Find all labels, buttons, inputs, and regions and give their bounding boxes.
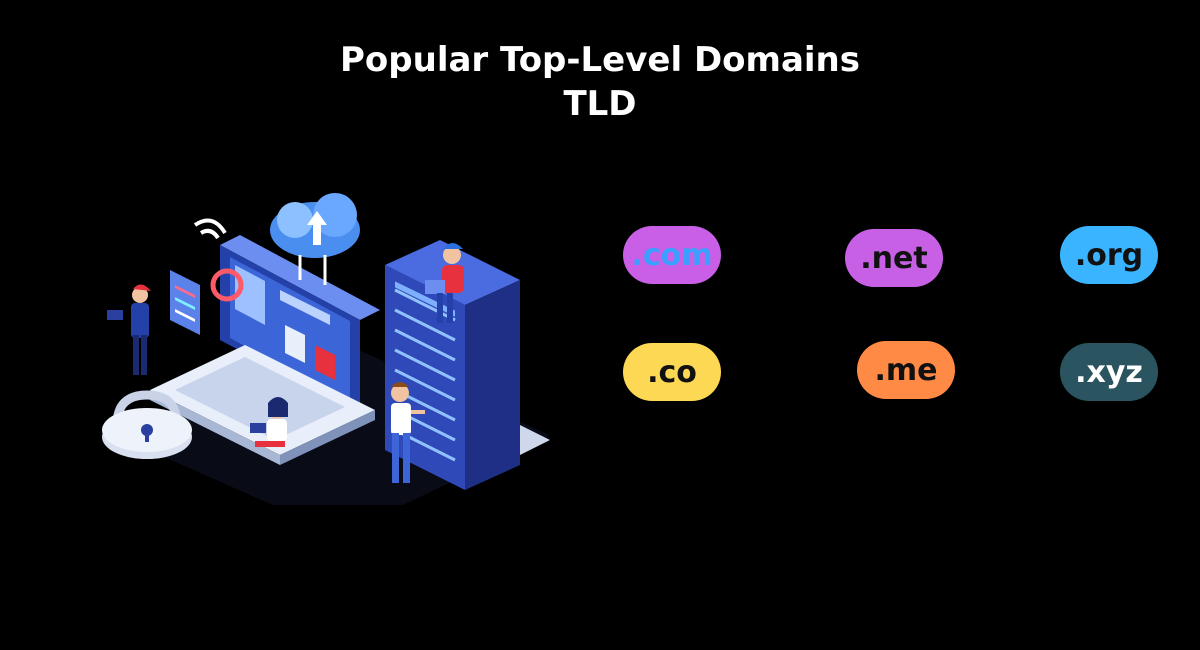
page-title: Popular Top-Level Domains TLD <box>0 38 1200 126</box>
tld-pill-co: .co <box>623 343 721 401</box>
tld-pill-net: .net <box>845 229 943 287</box>
data-center-illustration <box>95 185 565 535</box>
keyboard-icon <box>150 345 375 465</box>
tld-pill-org: .org <box>1060 226 1158 284</box>
wifi-icon <box>193 218 227 240</box>
person-sitting-keyboard-icon <box>250 397 288 447</box>
tld-pill-me: .me <box>857 341 955 399</box>
tld-label-org: .org <box>1074 237 1144 273</box>
padlock-icon <box>102 390 192 459</box>
person-sitting-server-icon <box>425 243 464 323</box>
tld-label-com: .com <box>631 237 713 273</box>
person-standing-left-icon <box>107 284 151 375</box>
title-line-main: Popular Top-Level Domains <box>340 40 860 80</box>
tld-label-xyz: .xyz <box>1075 354 1143 390</box>
tld-label-co: .co <box>647 354 697 390</box>
tld-pill-xyz: .xyz <box>1060 343 1158 401</box>
tld-pill-com: .com <box>623 226 721 284</box>
person-standing-right-icon <box>391 382 425 483</box>
dashboard-panel-icon <box>170 270 200 335</box>
tld-label-net: .net <box>860 240 928 276</box>
title-line-sub: TLD <box>563 84 637 124</box>
tld-label-me: .me <box>874 352 938 388</box>
cloud-upload-icon <box>270 193 360 285</box>
